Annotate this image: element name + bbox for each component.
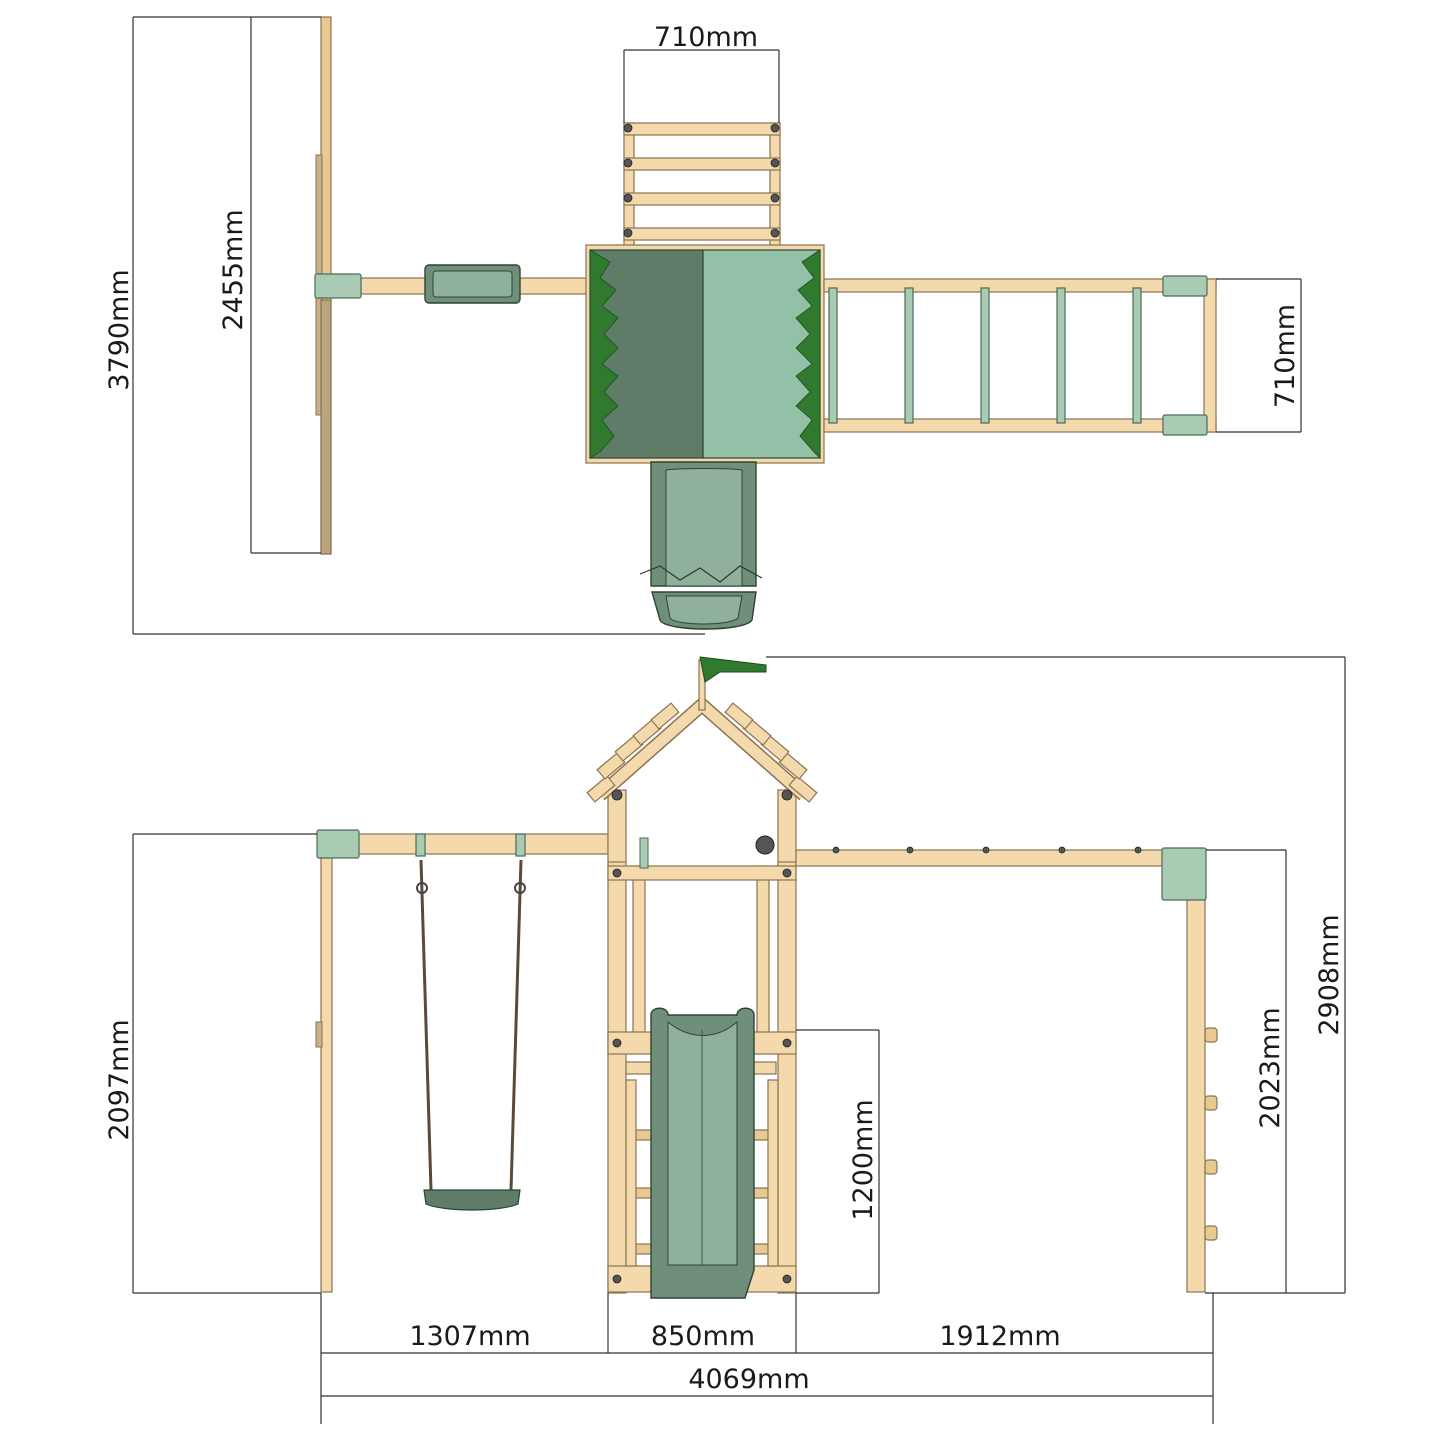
ladder-rung (623, 122, 781, 136)
tower-post-left (607, 859, 627, 1294)
swing-seat (423, 1189, 521, 1211)
monkey-bar-bracket (1162, 275, 1208, 297)
roof-shingle (788, 775, 818, 803)
swing-post (320, 852, 333, 1293)
slide-exit-bed (665, 595, 743, 625)
top-view-dimensions: 3790mm 2455mm 710mm 710mm (104, 16, 1302, 635)
slide-bed (665, 468, 743, 587)
monkey-bar-end-post (1203, 278, 1217, 433)
roof-side (586, 656, 818, 803)
swing-frame-side (315, 829, 609, 1293)
tower-inner-post (756, 865, 770, 1037)
climbing-hold (1204, 1225, 1218, 1241)
monkey-bar-rung (1056, 287, 1066, 424)
slide-bed (667, 1020, 738, 1266)
monkey-bars-top-view (823, 275, 1217, 436)
slide-side (650, 1007, 755, 1299)
dim-ladder-width: 710mm (654, 22, 758, 53)
monkey-bar-corner-bracket (1161, 847, 1207, 901)
swing-hanger (515, 833, 526, 857)
monkey-bar-post (1186, 863, 1206, 1293)
ladder-rail-back (625, 1079, 637, 1267)
swing-hanger (415, 833, 426, 857)
dim-swing-beam-width: 2455mm (218, 209, 249, 330)
swing-chain-link (514, 882, 526, 894)
telescope (639, 837, 649, 869)
dim-platform-height: 1200mm (848, 1099, 879, 1220)
slide-top-view (639, 461, 763, 630)
leaf-trim-left (589, 249, 619, 459)
flag (699, 656, 767, 683)
dim-monkey-bar-length: 1912mm (939, 1321, 1060, 1352)
dim-total-length: 4069mm (688, 1364, 809, 1395)
tower-post-right (777, 859, 797, 1294)
climbing-hold (1204, 1095, 1218, 1111)
monkey-bar-rung (1132, 287, 1142, 424)
roof-post (777, 789, 797, 863)
swing-top-beam (331, 833, 609, 855)
ladder-top-view (623, 122, 781, 249)
monkey-bar-rung (980, 287, 990, 424)
monkey-bar-rail-top (823, 278, 1217, 293)
dim-monkey-bar-width: 710mm (1270, 304, 1301, 408)
climbing-hold (1204, 1159, 1218, 1175)
tower-inner-post (632, 865, 646, 1037)
dim-total-depth: 3790mm (104, 269, 135, 390)
climbing-hold (1204, 1027, 1218, 1043)
side-view-dimensions: 2097mm 2908mm 2023mm 1200mm 1307mm 850mm… (104, 656, 1346, 1424)
monkey-bar-rail-bottom (823, 418, 1217, 433)
steering-wheel (755, 835, 775, 855)
ladder-rung (623, 227, 781, 241)
dim-swing-section-length: 1307mm (409, 1321, 530, 1352)
tower-top-rail (607, 865, 797, 881)
swing-seat-inner (432, 270, 513, 298)
monkey-bars-side (795, 846, 1218, 1293)
ladder-rung (623, 157, 781, 171)
tower-roof-top-view (585, 244, 825, 464)
side-view: 2097mm 2908mm 2023mm 1200mm 1307mm 850mm… (104, 656, 1346, 1424)
monkey-bar-beam (795, 849, 1192, 867)
roof-shingle (586, 775, 616, 803)
slide-break-line (639, 565, 763, 583)
dim-total-height: 2908mm (1314, 914, 1345, 1035)
roof-panel-light (702, 249, 821, 459)
leaf-trim-right (795, 249, 821, 459)
swing-post-brace (315, 1021, 323, 1048)
ladder-rail-back (767, 1079, 779, 1267)
ladder-rung (623, 192, 781, 206)
monkey-bar-rung (904, 287, 914, 424)
swing-corner-bracket (316, 829, 360, 859)
top-view: 3790mm 2455mm 710mm 710mm (104, 16, 1302, 635)
roof-post (607, 789, 627, 863)
swing-rope-left (419, 859, 433, 1191)
roof-shingle (650, 702, 680, 730)
roof-shingle (724, 702, 754, 730)
dim-monkey-bar-height: 2023mm (1255, 1007, 1286, 1128)
swing-chain-link (416, 882, 428, 894)
swing-rope-right (509, 859, 523, 1191)
swing-beam-bracket (314, 273, 362, 299)
dim-swing-height: 2097mm (104, 1019, 135, 1140)
dim-tower-width: 850mm (651, 1321, 755, 1352)
monkey-bar-rung (828, 287, 838, 424)
swing-frame-leg-shade (320, 299, 332, 555)
monkey-bar-bracket (1162, 414, 1208, 436)
